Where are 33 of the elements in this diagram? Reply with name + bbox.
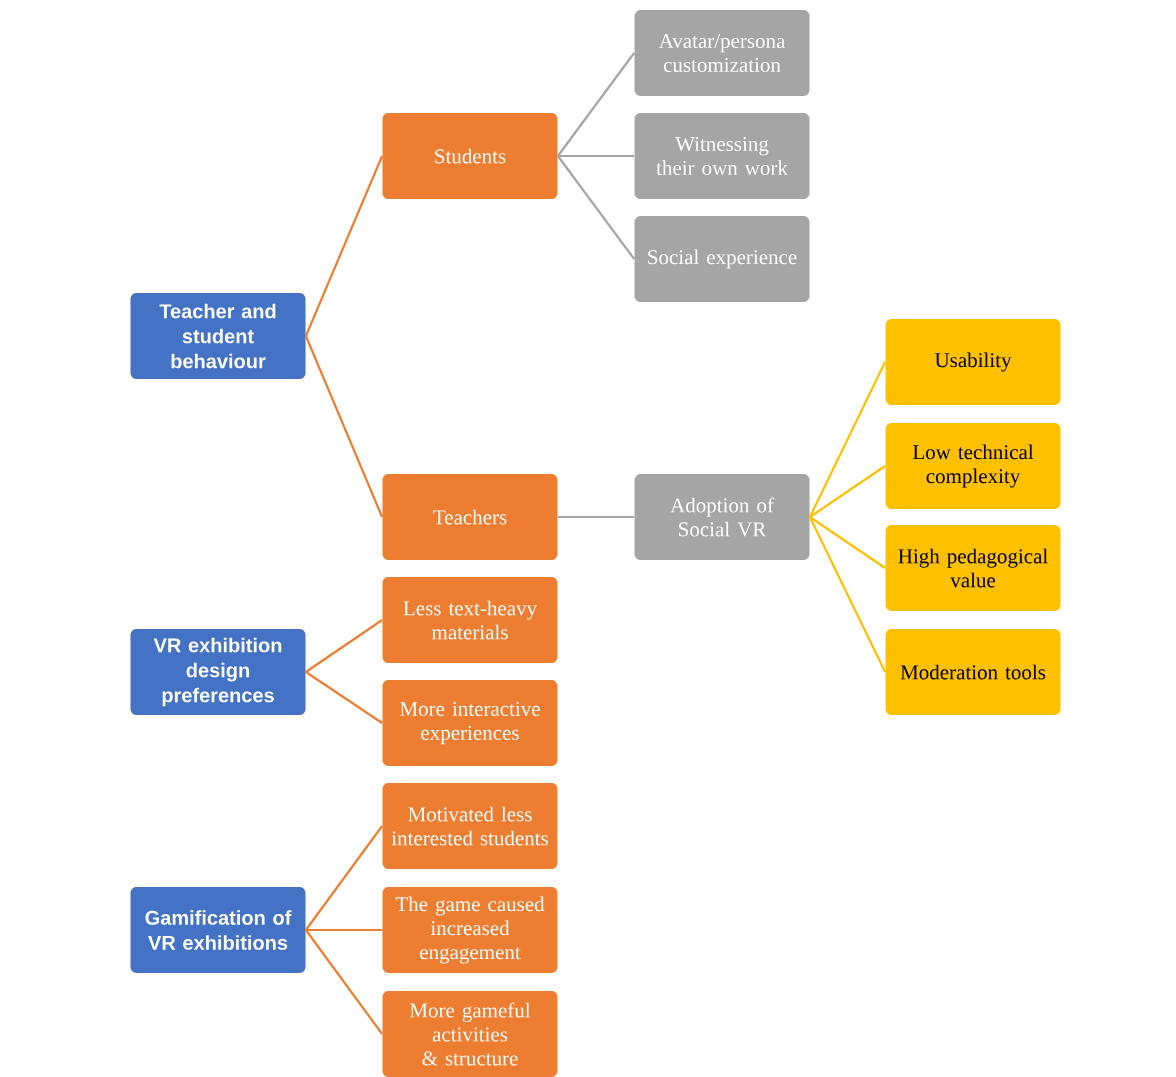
connector-line	[557, 154, 635, 158]
topic-box: Less text-heavy materials	[382, 577, 558, 663]
connector-line	[809, 516, 886, 569]
connector-line	[305, 671, 383, 724]
topic-box: More gameful activities & structure	[382, 991, 558, 1077]
topic-box: The game caused increased engagement	[382, 887, 558, 973]
topic-box: Usability	[885, 319, 1061, 405]
topic-box: Motivated less interested students	[382, 783, 558, 869]
topic-box: Social experience	[634, 216, 810, 302]
connector-line	[305, 929, 383, 1035]
connector-line	[557, 52, 635, 157]
connector-line	[808, 361, 887, 518]
category-box: VR exhibition design preferences	[130, 629, 306, 715]
connector-line	[808, 516, 887, 673]
category-box: Gamification of VR exhibitions	[130, 887, 306, 973]
topic-box: Students	[382, 113, 558, 199]
connector-line	[557, 515, 635, 519]
topic-box: Low technical complexity	[885, 423, 1061, 509]
topic-box: Adoption of Social VR	[634, 474, 810, 560]
connector-line	[557, 155, 635, 260]
topic-box: Teachers	[382, 474, 558, 560]
connector-line	[305, 825, 383, 931]
topic-box: Witnessing their own work	[634, 113, 810, 199]
connector-line	[305, 928, 383, 932]
topic-box: Avatar/persona customization	[634, 10, 810, 96]
connector-line	[809, 465, 886, 518]
connector-line	[304, 335, 384, 518]
connector-line	[304, 155, 384, 337]
topic-box: High pedagogical value	[885, 525, 1061, 611]
topic-box: More interactive experiences	[382, 680, 558, 766]
category-box: Teacher and student behaviour	[130, 293, 306, 379]
topic-box: Moderation tools	[885, 629, 1061, 715]
connector-line	[305, 619, 383, 673]
